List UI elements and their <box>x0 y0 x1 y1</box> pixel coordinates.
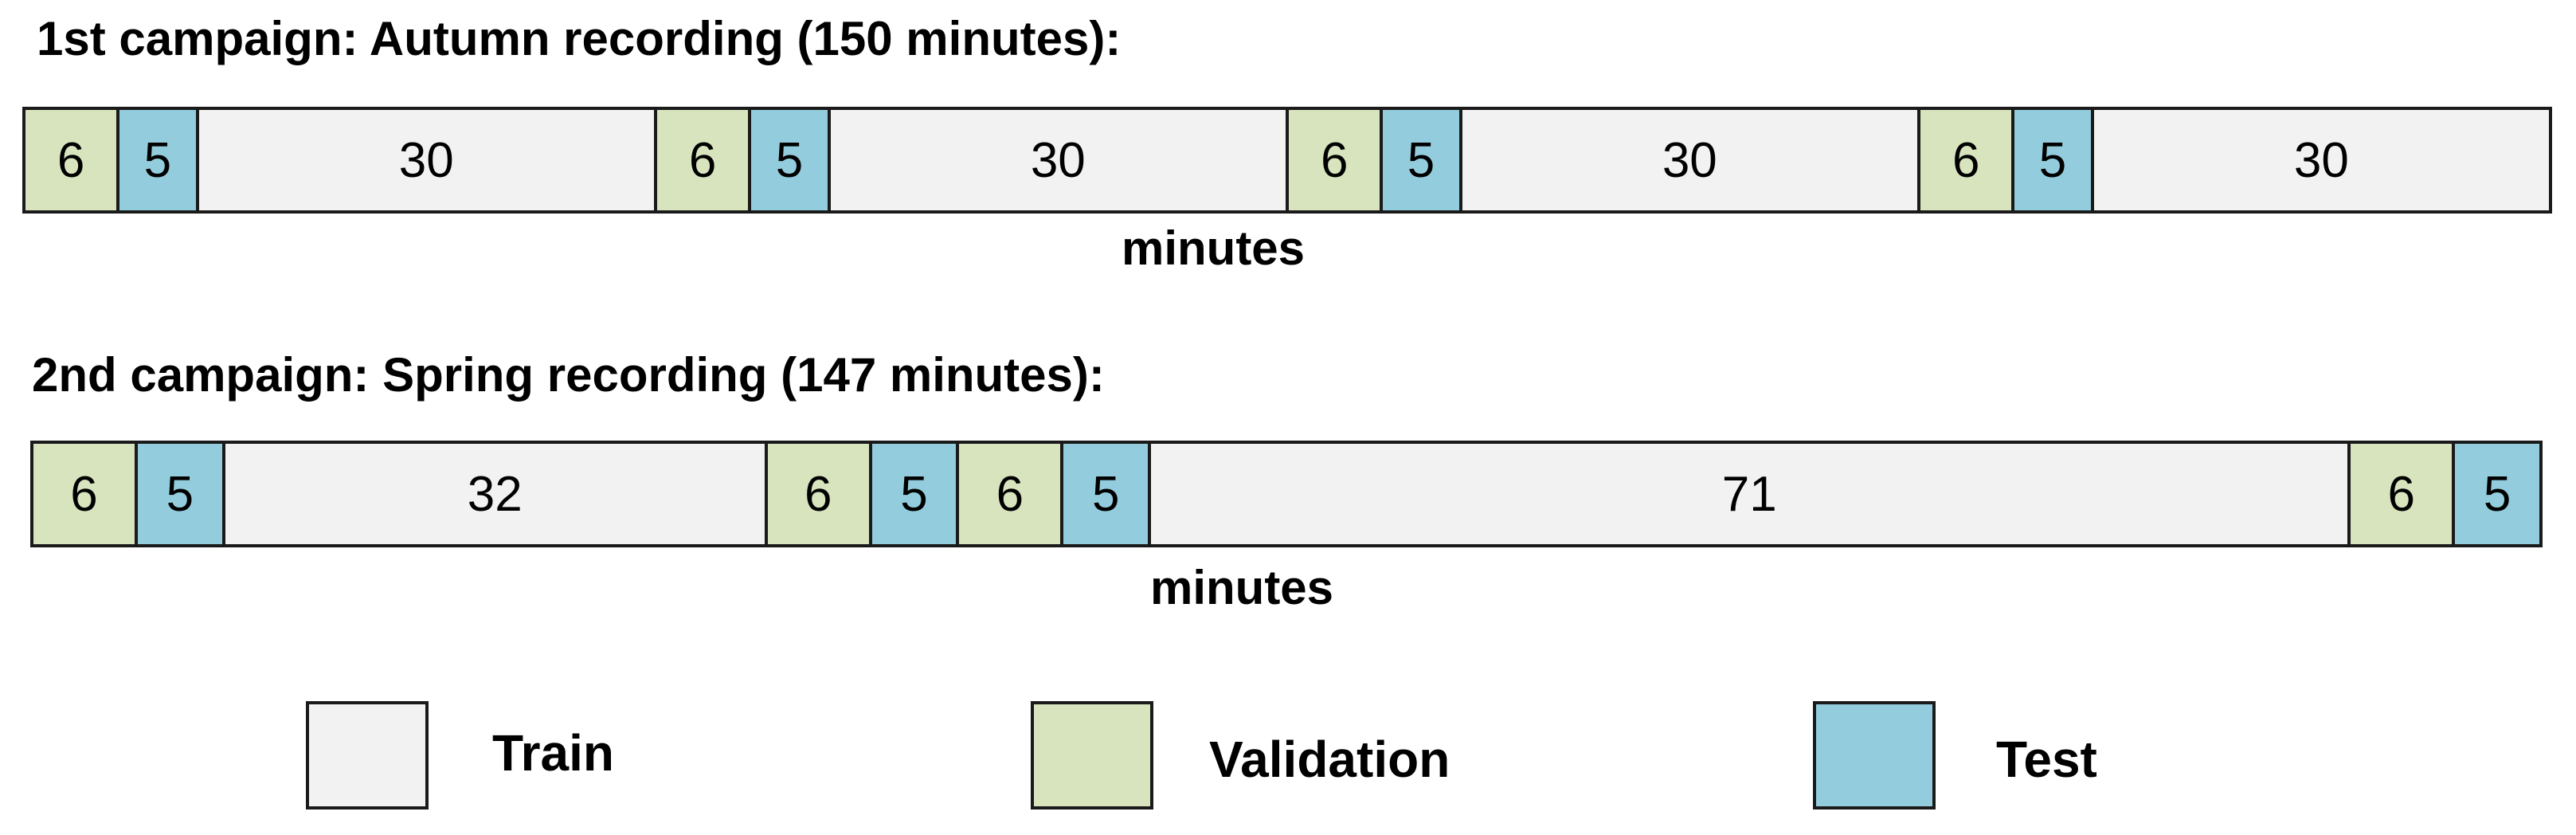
segment-test: 5 <box>1380 110 1459 210</box>
segment-validation: 6 <box>956 444 1061 544</box>
segment-validation: 6 <box>33 444 135 544</box>
segment-validation: 6 <box>1286 110 1380 210</box>
segment-train: 30 <box>2090 110 2550 210</box>
segment-validation: 6 <box>764 444 869 544</box>
legend-label-test: Test <box>1996 731 2097 788</box>
legend-swatch-train <box>306 701 429 810</box>
campaign-1-title: 1st campaign: Autumn recording (150 minu… <box>37 12 1122 65</box>
campaign-1-unit-label: minutes <box>1122 221 1306 275</box>
segment-validation: 6 <box>2347 444 2453 544</box>
segment-test: 5 <box>2452 444 2539 544</box>
legend-swatch-test <box>1813 701 1936 810</box>
segment-test: 5 <box>868 444 957 544</box>
segment-test: 5 <box>116 110 196 210</box>
segment-test: 5 <box>1060 444 1149 544</box>
segment-test: 5 <box>2011 110 2091 210</box>
segment-validation: 6 <box>1917 110 2012 210</box>
segment-test: 5 <box>134 444 222 544</box>
segment-validation: 6 <box>25 110 117 210</box>
legend-label-train: Train <box>492 724 614 782</box>
segment-test: 5 <box>748 110 828 210</box>
segment-train: 30 <box>1458 110 1918 210</box>
segment-train: 71 <box>1148 444 2348 544</box>
legend-swatch-validation <box>1031 701 1153 810</box>
campaign-2-title: 2nd campaign: Spring recording (147 minu… <box>32 348 1105 402</box>
legend-label-validation: Validation <box>1209 731 1450 788</box>
campaign-2-unit-label: minutes <box>1150 561 1334 614</box>
segment-train: 30 <box>195 110 655 210</box>
segment-validation: 6 <box>654 110 749 210</box>
segment-train: 30 <box>827 110 1286 210</box>
segment-train: 32 <box>221 444 765 544</box>
